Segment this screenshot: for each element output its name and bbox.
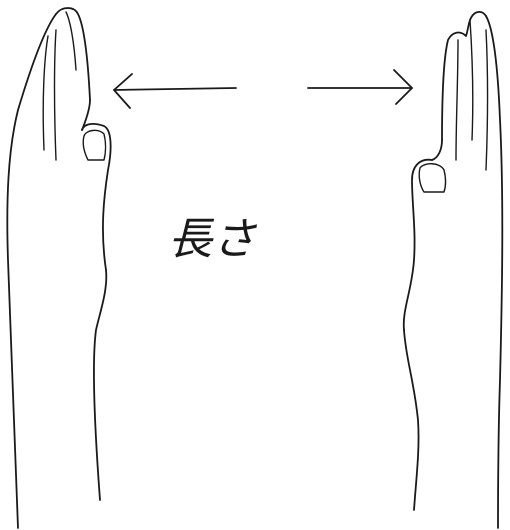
left-hand-icon bbox=[7, 8, 110, 528]
length-label: 長さ bbox=[168, 214, 257, 265]
arrow-right-icon bbox=[308, 70, 412, 104]
arrow-left-icon bbox=[114, 74, 236, 108]
right-hand-icon bbox=[404, 12, 503, 528]
